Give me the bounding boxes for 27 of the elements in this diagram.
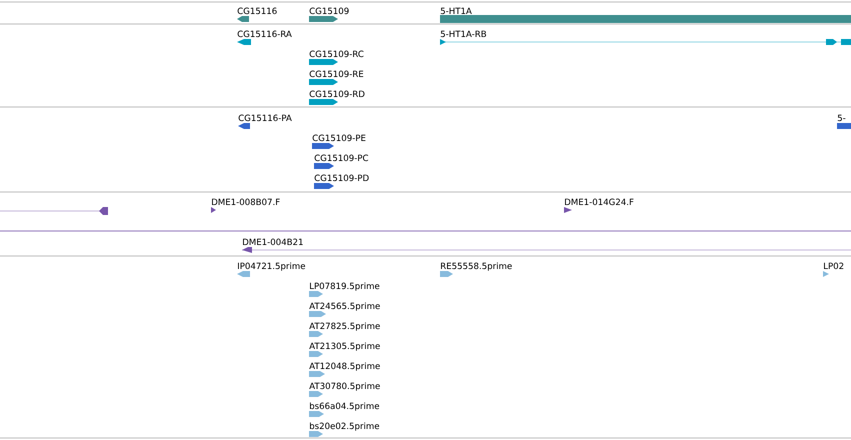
feature-label: AT21305.5prime — [309, 342, 380, 351]
feature-label: CG15109-RC — [310, 50, 364, 58]
feature-label: AT12048.5prime — [309, 362, 380, 371]
feature-label: CG15116-RA — [238, 30, 292, 38]
feature-label: LP02 — [824, 262, 844, 270]
feature-label: DME1-008B07.F — [212, 198, 280, 206]
feature-label: bs20e02.5prime — [310, 422, 380, 431]
feature-label: CG15109-PC — [314, 154, 368, 162]
feature-label: AT24565.5prime — [309, 302, 380, 311]
feature-label: CG15109-PE — [312, 134, 366, 142]
feature-label: CG15109-RE — [310, 70, 364, 78]
feature-label: 5-HT1A-RB — [440, 30, 486, 38]
feature-label: CG15116-PA — [238, 114, 292, 122]
feature-label: AT30780.5prime — [309, 382, 380, 391]
feature-label: 5-HT1A — [440, 8, 472, 14]
feature-label: IP04721.5prime — [238, 262, 306, 271]
feature-label: RE55558.5prime — [441, 262, 512, 271]
feature-label: bs66a04.5prime — [310, 402, 380, 411]
feature-label: DME1-004B21 — [243, 238, 303, 246]
feature-label: CG15116 — [238, 8, 277, 14]
feature-label: LP07819.5prime — [310, 282, 380, 291]
feature-label: CG15109 — [310, 8, 349, 14]
feature-label: CG15109-RD — [310, 90, 364, 98]
feature-label: 5- — [838, 114, 846, 122]
feature-label: AT27825.5prime — [309, 322, 380, 331]
feature-label: DME1-014G24.F — [565, 198, 634, 206]
feature-label: CG15109-PD — [314, 174, 369, 182]
